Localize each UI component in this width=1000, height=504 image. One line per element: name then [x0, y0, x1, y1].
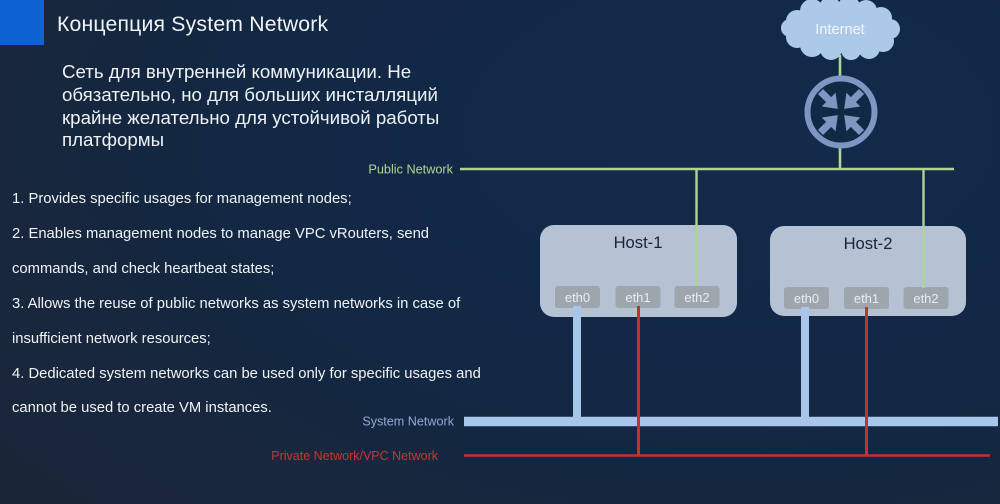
svg-text:Public Network: Public Network: [368, 163, 453, 177]
svg-text:Host-1: Host-1: [614, 233, 663, 252]
svg-text:System Network: System Network: [362, 415, 454, 429]
svg-text:eth2: eth2: [913, 291, 938, 306]
svg-text:eth1: eth1: [625, 290, 650, 305]
svg-text:eth2: eth2: [684, 290, 709, 305]
svg-text:Private Network/VPC Network: Private Network/VPC Network: [271, 449, 438, 463]
svg-text:Internet: Internet: [815, 22, 865, 38]
svg-text:Host-2: Host-2: [844, 234, 893, 253]
svg-text:eth0: eth0: [794, 291, 819, 306]
svg-text:eth0: eth0: [565, 290, 590, 305]
svg-text:eth1: eth1: [854, 291, 879, 306]
